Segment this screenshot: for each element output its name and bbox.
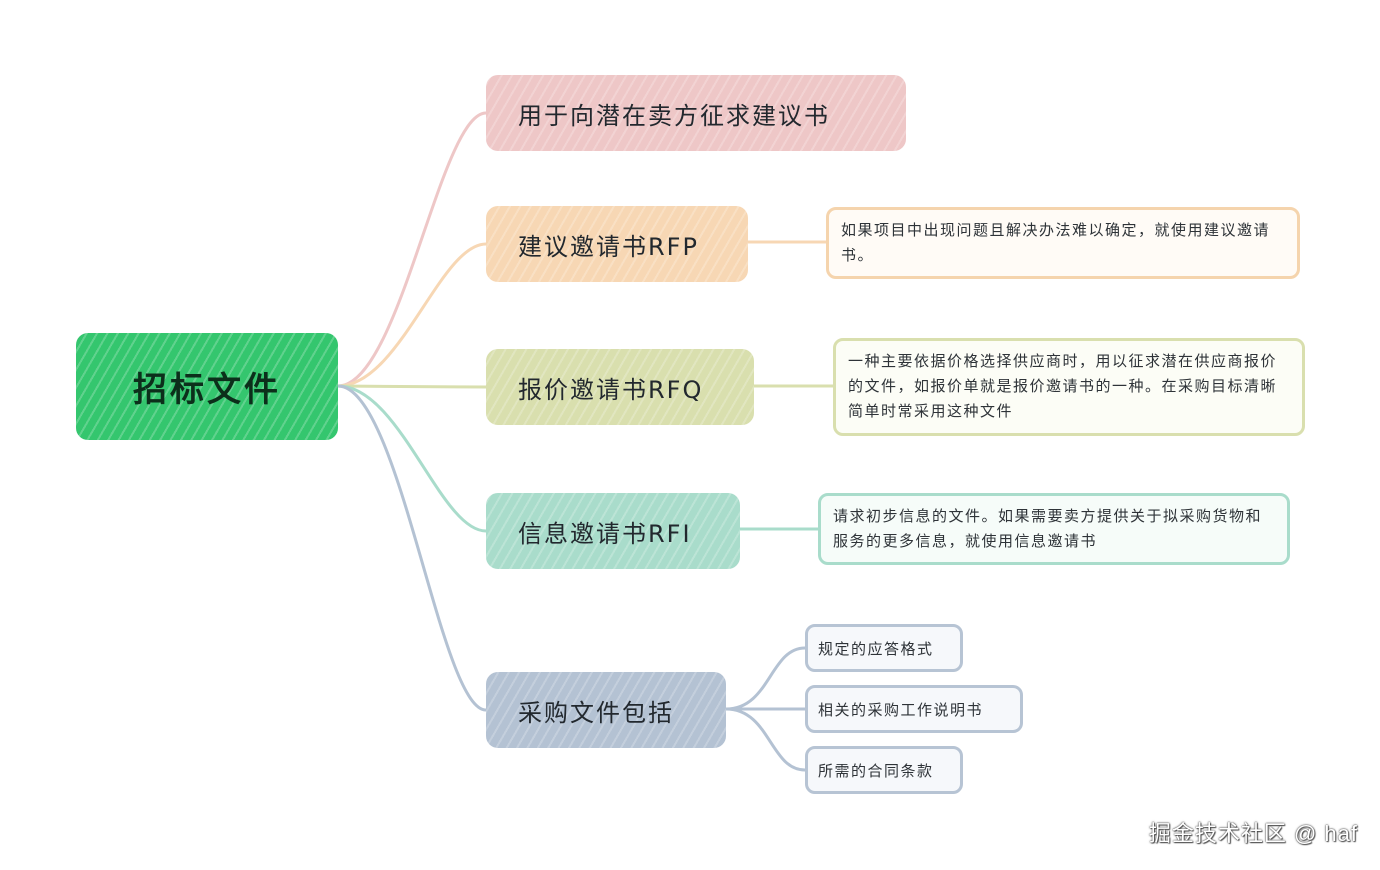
branch-label: 采购文件包括 [518, 698, 674, 727]
leaf-contract-terms[interactable]: 所需的合同条款 [805, 746, 963, 794]
branch-label: 建议邀请书RFP [518, 232, 699, 261]
note-rfq: 一种主要依据价格选择供应商时，用以征求潜在供应商报价的文件，如报价单就是报价邀请… [833, 338, 1305, 436]
note-rfi: 请求初步信息的文件。如果需要卖方提供关于拟采购货物和服务的更多信息，就使用信息邀… [818, 493, 1290, 565]
branch-node-contents[interactable]: 采购文件包括 [486, 672, 726, 748]
connector-root-b2 [337, 242, 487, 388]
branch-node-rfp[interactable]: 建议邀请书RFP [486, 206, 748, 282]
connector-root-b5 [337, 384, 487, 712]
connector-root-b1 [337, 111, 487, 388]
branch-node-rfq[interactable]: 报价邀请书RFQ [486, 349, 754, 425]
connector-root-b3 [337, 384, 487, 389]
root-node[interactable]: 招标文件 [76, 333, 338, 440]
root-node-label: 招标文件 [133, 370, 281, 410]
watermark: 掘金技术社区 @ haf [1148, 821, 1358, 846]
note-rfp: 如果项目中出现问题且解决办法难以确定，就使用建议邀请书。 [826, 207, 1300, 279]
branch-node-rfi[interactable]: 信息邀请书RFI [486, 493, 740, 569]
leaf-statement-of-work[interactable]: 相关的采购工作说明书 [805, 685, 1023, 733]
connector-b5-leaf1 [725, 646, 806, 711]
connector-root-b4 [337, 384, 487, 533]
branch-node-purpose[interactable]: 用于向潜在卖方征求建议书 [486, 75, 906, 151]
leaf-response-format[interactable]: 规定的应答格式 [805, 624, 963, 672]
branch-label: 用于向潜在卖方征求建议书 [518, 101, 830, 130]
branch-label: 信息邀请书RFI [518, 519, 692, 548]
branch-label: 报价邀请书RFQ [518, 375, 704, 404]
connector-b5-leaf3 [725, 707, 806, 772]
